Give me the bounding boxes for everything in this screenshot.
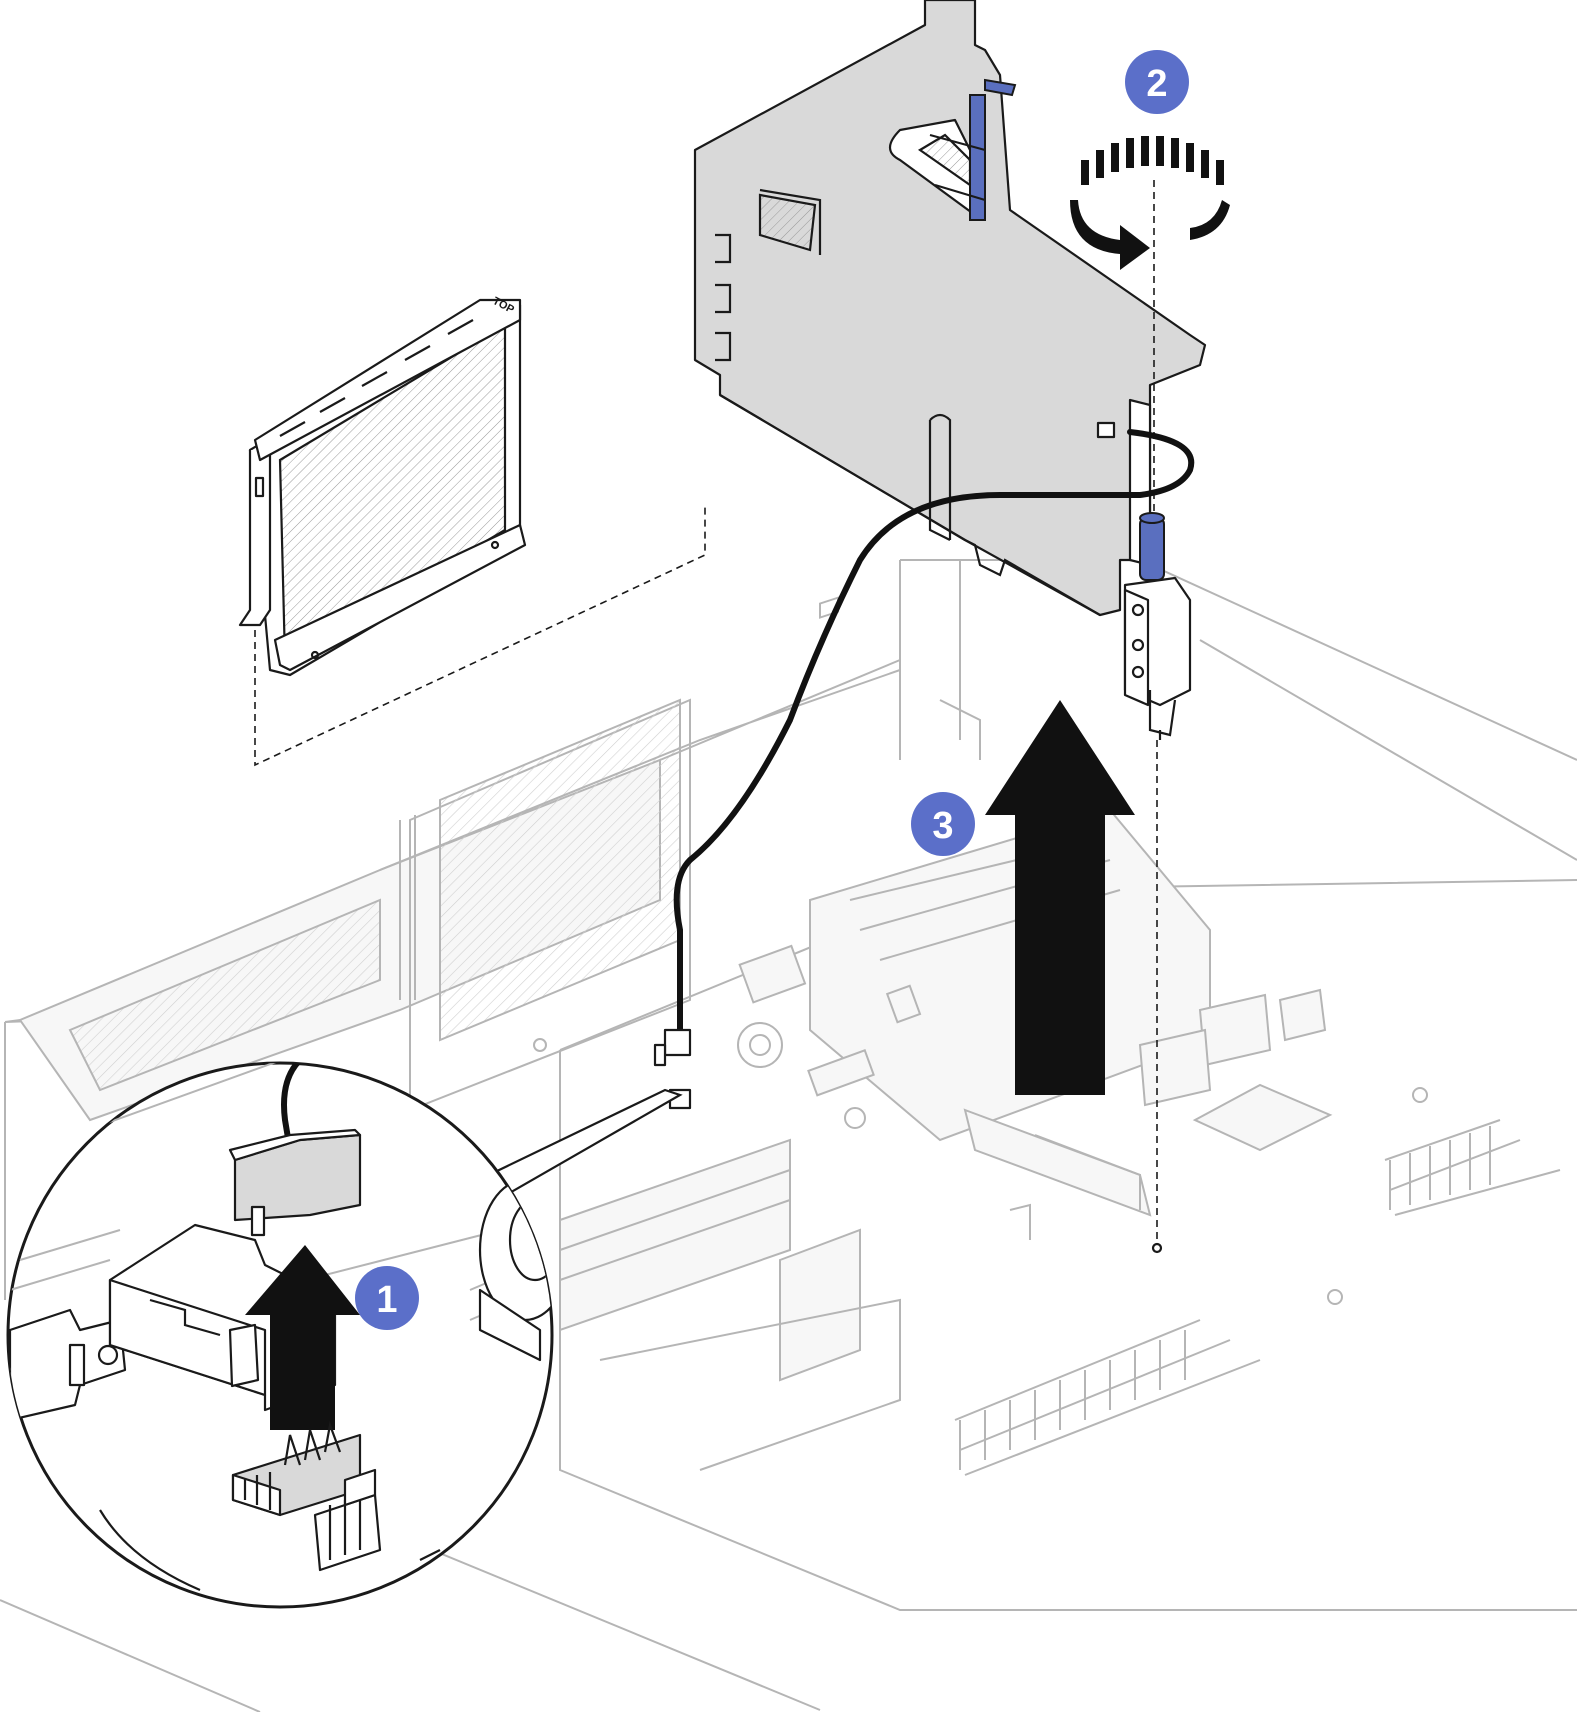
riser-cage xyxy=(693,0,1207,617)
pcie-filler-bracket: TOP xyxy=(238,295,527,677)
callout-2-label: 2 xyxy=(1146,63,1167,105)
callout-1: 1 xyxy=(355,1266,419,1330)
callout-1-label: 1 xyxy=(376,1279,397,1321)
riser-thumbscrew xyxy=(1139,512,1165,581)
callout-2: 2 xyxy=(1125,50,1189,114)
rotate-arrow-icon xyxy=(1070,136,1230,270)
callout-3-label: 3 xyxy=(932,805,953,847)
up-arrow-icon xyxy=(985,700,1135,1095)
screw-axis xyxy=(1153,180,1158,1245)
cable-connector xyxy=(653,1028,692,1067)
callout-3: 3 xyxy=(911,792,975,856)
riser-cable xyxy=(673,429,1195,1033)
riser-mount-bracket xyxy=(1123,576,1192,740)
